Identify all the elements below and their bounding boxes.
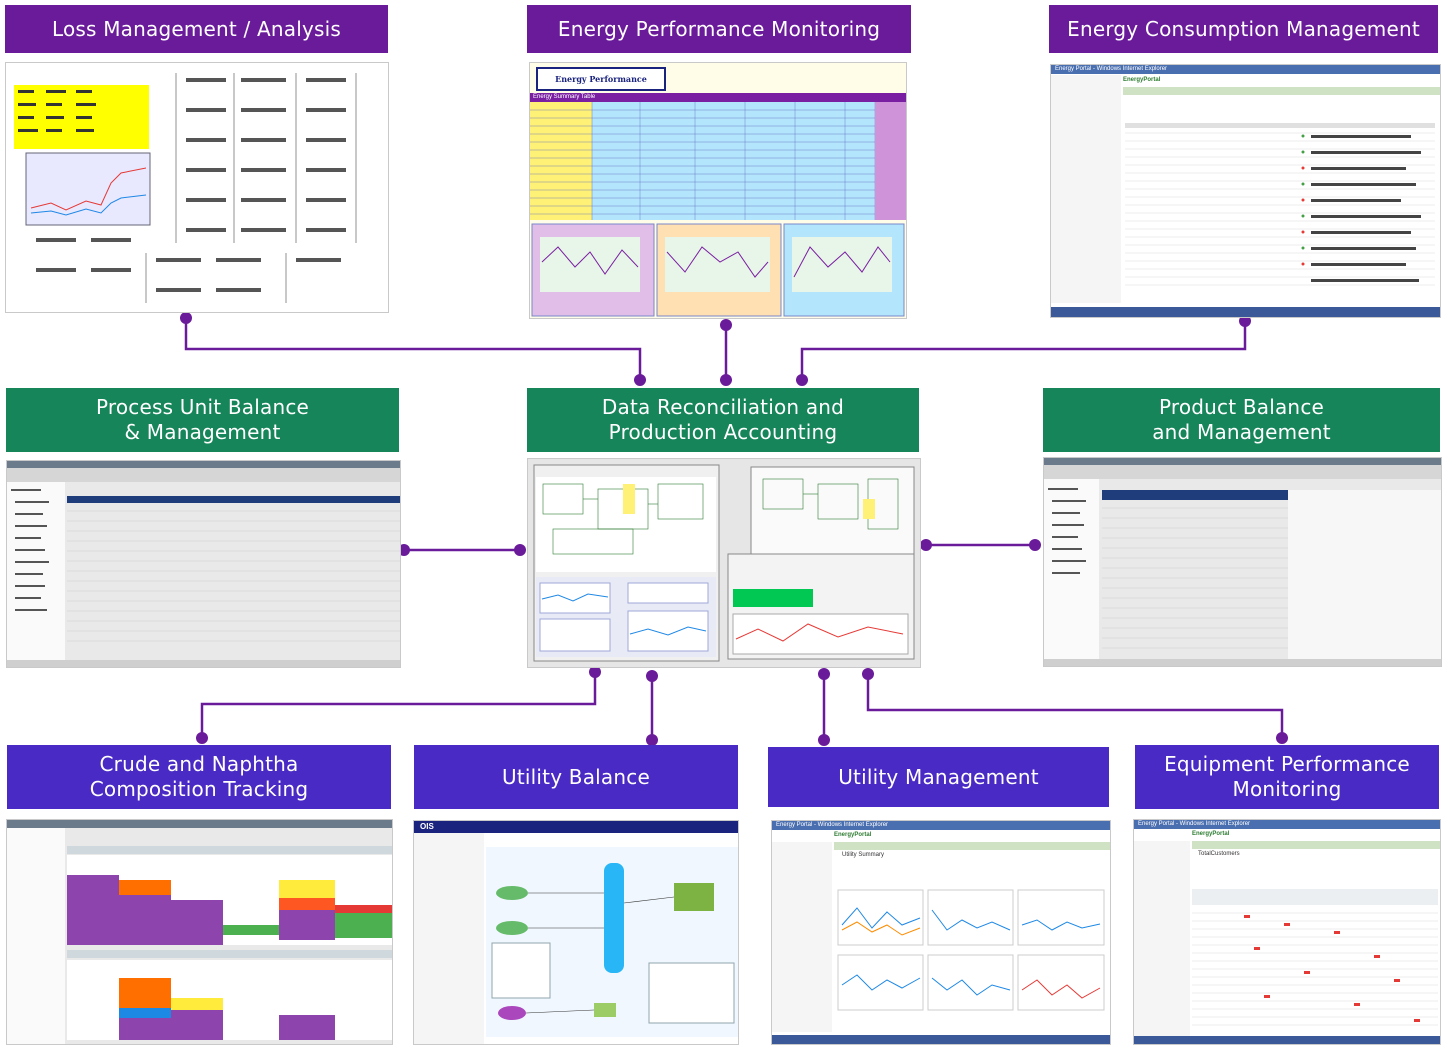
label-loss-management: Loss Management / Analysis bbox=[5, 5, 388, 53]
connector-loss bbox=[184, 318, 642, 380]
window-title: Energy Portal - Windows Internet Explore… bbox=[1134, 820, 1440, 829]
label-data-reconciliation: Data Reconciliation and Production Accou… bbox=[527, 388, 919, 452]
consumption-table bbox=[1051, 75, 1440, 317]
connector-energy-cons bbox=[800, 321, 1247, 380]
connector-crude bbox=[200, 672, 597, 738]
reconciliation-screens bbox=[533, 464, 915, 662]
screenshot-equipment-performance: Energy Portal - Windows Internet Explore… bbox=[1133, 819, 1441, 1045]
utility-charts bbox=[772, 842, 1110, 1044]
equipment-table bbox=[1134, 841, 1440, 1044]
connector-equipment bbox=[866, 674, 1284, 738]
screenshot-energy-performance: Energy Performance Energy Summary Table bbox=[529, 62, 907, 319]
energy-summary-table-title: Energy Summary Table bbox=[530, 93, 906, 102]
utility-balance-diagram bbox=[414, 833, 738, 1044]
screenshot-crude-naphtha bbox=[6, 819, 393, 1045]
screenshot-product-balance bbox=[1043, 457, 1442, 667]
label-equipment-performance: Equipment Performance Monitoring bbox=[1135, 745, 1439, 809]
screenshot-loss-management bbox=[5, 62, 389, 313]
product-balance-table bbox=[1044, 458, 1441, 666]
window-title: Energy Portal - Windows Internet Explore… bbox=[1051, 65, 1440, 74]
energy-performance-title: Energy Performance bbox=[536, 67, 666, 91]
screenshot-utility-balance: OIS bbox=[413, 820, 739, 1045]
label-energy-consumption: Energy Consumption Management bbox=[1049, 5, 1438, 53]
screenshot-utility-management: Energy Portal - Windows Internet Explore… bbox=[771, 820, 1111, 1045]
panel-title: TotalCustomers bbox=[1198, 851, 1240, 857]
process-unit-table bbox=[7, 461, 400, 667]
ois-app-name: OIS bbox=[414, 821, 738, 833]
utility-summary-title: Utility Summary bbox=[842, 852, 885, 858]
label-utility-management: Utility Management bbox=[768, 747, 1109, 807]
app-name: EnergyPortal bbox=[1192, 831, 1230, 837]
app-name: EnergyPortal bbox=[1123, 77, 1161, 83]
label-energy-performance: Energy Performance Monitoring bbox=[527, 5, 911, 53]
window-title: Energy Portal - Windows Internet Explore… bbox=[772, 821, 1110, 830]
label-product-balance: Product Balance and Management bbox=[1043, 388, 1440, 452]
screenshot-data-reconciliation bbox=[527, 458, 921, 668]
screenshot-energy-consumption: Energy Portal - Windows Internet Explore… bbox=[1050, 64, 1441, 318]
app-name: EnergyPortal bbox=[834, 832, 872, 838]
loss-flow-diagram bbox=[14, 73, 357, 303]
screenshot-process-unit-balance bbox=[6, 460, 401, 668]
label-crude-naphtha: Crude and Naphtha Composition Tracking bbox=[7, 745, 391, 809]
composition-columns bbox=[7, 820, 392, 1044]
label-process-unit-balance: Process Unit Balance & Management bbox=[6, 388, 399, 452]
energy-summary-table bbox=[530, 102, 906, 317]
label-utility-balance: Utility Balance bbox=[414, 745, 738, 809]
